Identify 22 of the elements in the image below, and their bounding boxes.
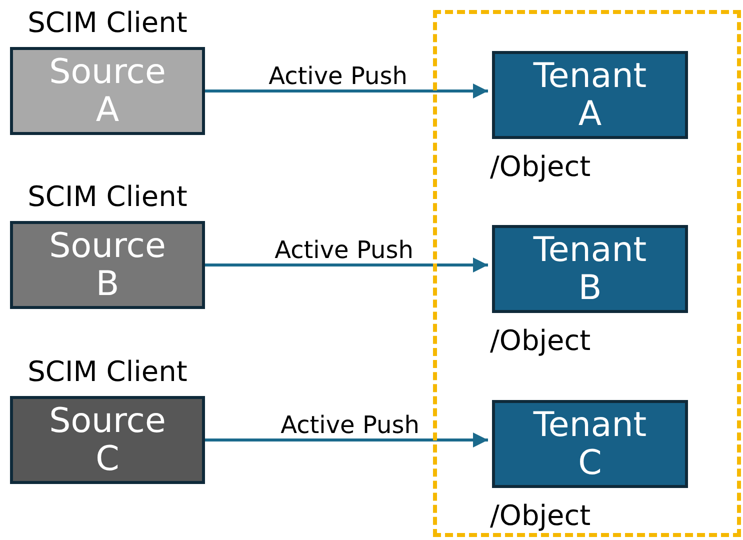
box-label: Source B: [48, 227, 167, 303]
box-label: Tenant A: [532, 57, 648, 133]
box-label: Source C: [48, 402, 167, 478]
arrow: [205, 432, 488, 448]
arrow: [205, 258, 488, 272]
tenant-box: [492, 225, 688, 313]
box-label: Tenant B: [532, 231, 648, 307]
client-heading: SCIM Client: [26, 181, 188, 213]
box-label: Source A: [48, 53, 167, 129]
arrow: [205, 84, 488, 98]
group-frame: [433, 10, 741, 537]
tenant-box: [492, 51, 688, 139]
client-heading: SCIM Client: [26, 7, 188, 39]
source-box: [10, 396, 205, 484]
client-heading: SCIM Client: [26, 356, 188, 388]
box-label: Tenant C: [532, 406, 648, 482]
path-label: /Object: [490, 500, 591, 532]
path-label: /Object: [490, 151, 591, 183]
source-box: [10, 47, 205, 135]
source-box: [10, 221, 205, 309]
path-label: /Object: [490, 325, 591, 357]
tenant-box: [492, 400, 688, 488]
